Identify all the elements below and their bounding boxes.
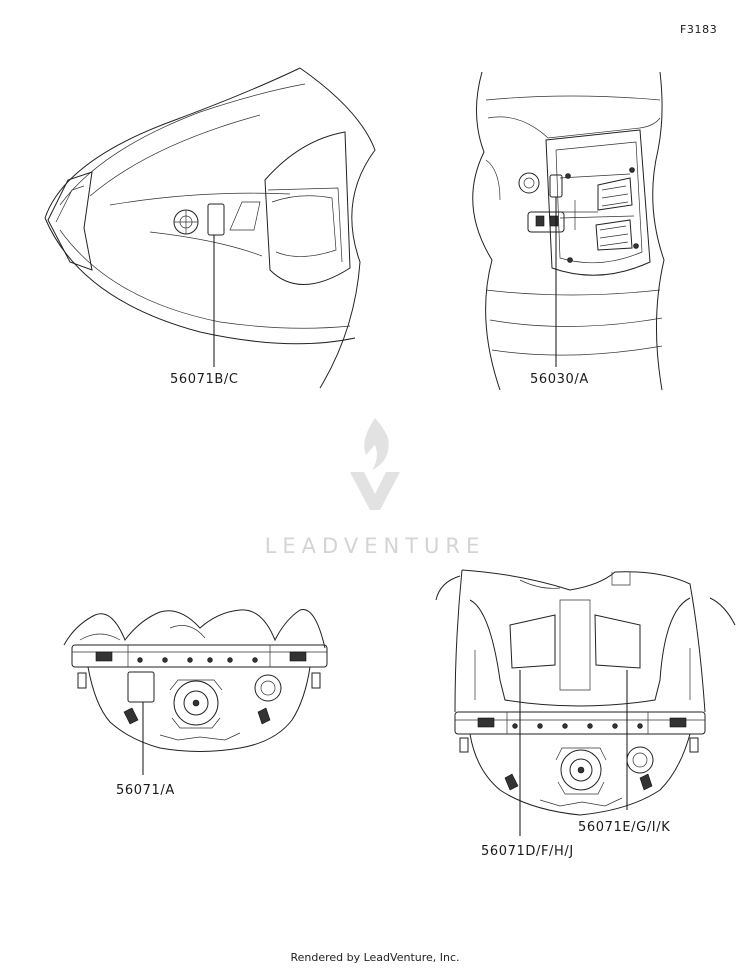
rear-deck-view: 56030/A [472,71,665,391]
callout-56071-a: 56071/A [116,783,175,798]
figure-code: F3183 [680,23,717,36]
bow-deck-view: 56071B/C [44,67,376,389]
rear-engine-view-b: 56071E/G/I/K 56071D/F/H/J [435,569,736,859]
callout-56071b-c: 56071B/C [170,372,239,387]
watermark-text: LEADVENTURE [265,534,486,558]
callout-56071d-f-h-j: 56071D/F/H/J [481,844,574,859]
flame-icon [364,418,389,470]
v-logo-icon [350,472,400,510]
callout-56071e-g-i-k: 56071E/G/I/K [578,820,670,835]
leadventure-watermark: LEADVENTURE [265,418,486,558]
callout-56030-a: 56030/A [530,372,589,387]
rear-engine-view-a: 56071/A [63,609,328,798]
footer-credit: Rendered by LeadVenture, Inc. [290,951,460,964]
